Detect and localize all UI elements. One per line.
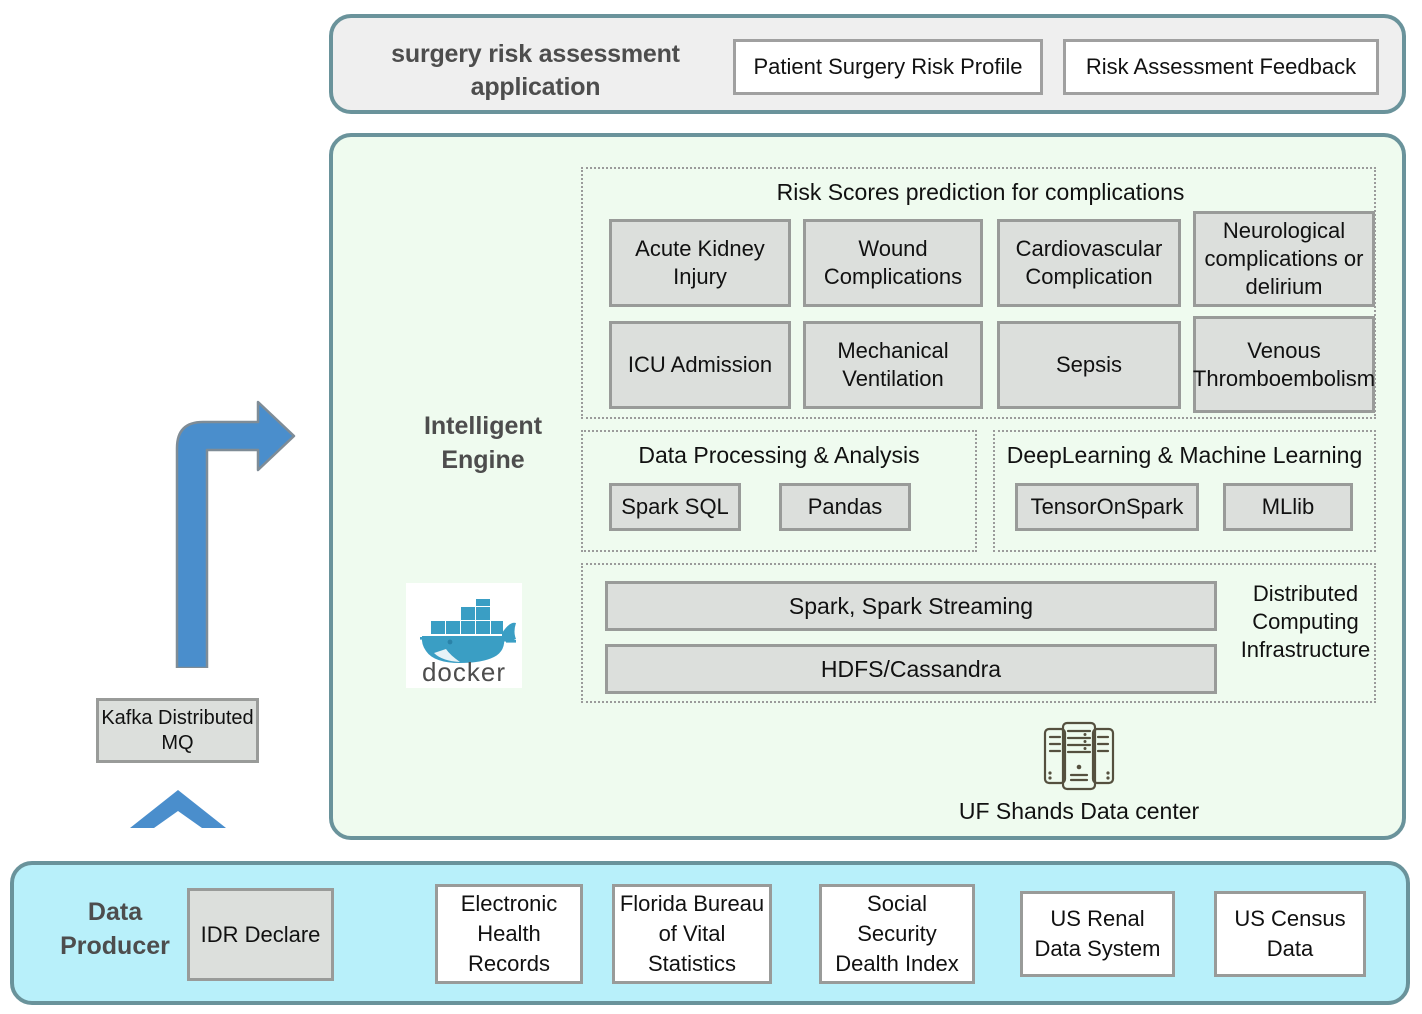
risk-box-mechanical-ventilation[interactable]: Mechanical Ventilation	[803, 321, 983, 409]
data-center-label: UF Shands Data center	[958, 798, 1200, 824]
source-box-social-security-death-index[interactable]: Social Security Dealth Index	[819, 884, 975, 984]
deep-learning-section: DeepLearning & Machine Learning TensorOn…	[993, 430, 1376, 552]
data-processing-section: Data Processing & Analysis Spark SQL Pan…	[581, 430, 977, 552]
data-processing-heading: Data Processing & Analysis	[638, 442, 920, 468]
risk-scores-heading: Risk Scores prediction for complications	[776, 179, 1185, 205]
tool-box-mllib[interactable]: MLlib	[1223, 483, 1353, 531]
data-center-group: UF Shands Data center	[944, 717, 1214, 825]
tool-box-tensoronspark[interactable]: TensorOnSpark	[1015, 483, 1199, 531]
risk-box-wound-complications[interactable]: Wound Complications	[803, 219, 983, 307]
risk-box-icu-admission[interactable]: ICU Admission	[609, 321, 791, 409]
risk-box-venous-thromboembolism[interactable]: Venous Thromboembolism	[1193, 316, 1375, 413]
distributed-computing-infrastructure-section: Spark, Spark Streaming HDFS/Cassandra Di…	[581, 563, 1376, 703]
application-panel-title: surgery risk assessment application	[391, 40, 680, 101]
chevron-up-arrow-icon	[130, 790, 226, 828]
source-box-florida-bureau-vital-statistics[interactable]: Florida Bureau of Vital Statistics	[612, 884, 772, 984]
infrastructure-label: Distributed Computing Infrastructure	[1240, 581, 1371, 662]
risk-assessment-feedback-box[interactable]: Risk Assessment Feedback	[1063, 39, 1379, 95]
data-producer-title: Data Producer	[60, 898, 170, 960]
data-producer-panel: Data Producer IDR Declare Electronic Hea…	[10, 861, 1410, 1005]
deep-learning-heading: DeepLearning & Machine Learning	[1006, 442, 1363, 468]
tool-box-pandas[interactable]: Pandas	[779, 483, 911, 531]
docker-logo-icon: docker	[406, 583, 522, 688]
infra-box-spark-streaming[interactable]: Spark, Spark Streaming	[605, 581, 1217, 631]
intelligent-engine-panel: Intelligent Engine	[329, 133, 1406, 840]
infra-box-hdfs-cassandra[interactable]: HDFS/Cassandra	[605, 644, 1217, 694]
intelligent-engine-title: Intelligent Engine	[423, 412, 543, 474]
source-box-electronic-health-records[interactable]: Electronic Health Records	[435, 884, 583, 984]
application-panel: surgery risk assessment application Pati…	[329, 14, 1406, 114]
tool-box-spark-sql[interactable]: Spark SQL	[609, 483, 741, 531]
kafka-distributed-mq-box[interactable]: Kafka Distributed MQ	[96, 698, 259, 763]
risk-box-neurological-complications[interactable]: Neurological complications or delirium	[1193, 211, 1375, 307]
idr-declare-box[interactable]: IDR Declare	[187, 888, 334, 981]
source-box-us-renal-data-system[interactable]: US Renal Data System	[1020, 891, 1175, 977]
source-box-us-census-data[interactable]: US Census Data	[1214, 891, 1366, 977]
risk-box-acute-kidney-injury[interactable]: Acute Kidney Injury	[609, 219, 791, 307]
elbow-arrow-up-right-icon	[175, 400, 296, 668]
risk-scores-section: Risk Scores prediction for complications…	[581, 167, 1376, 419]
risk-box-sepsis[interactable]: Sepsis	[997, 321, 1181, 409]
risk-box-cardiovascular-complication[interactable]: Cardiovascular Complication	[997, 219, 1181, 307]
patient-surgery-risk-profile-box[interactable]: Patient Surgery Risk Profile	[733, 39, 1043, 95]
server-rack-icon	[1043, 721, 1115, 791]
svg-text:docker: docker	[422, 657, 506, 687]
